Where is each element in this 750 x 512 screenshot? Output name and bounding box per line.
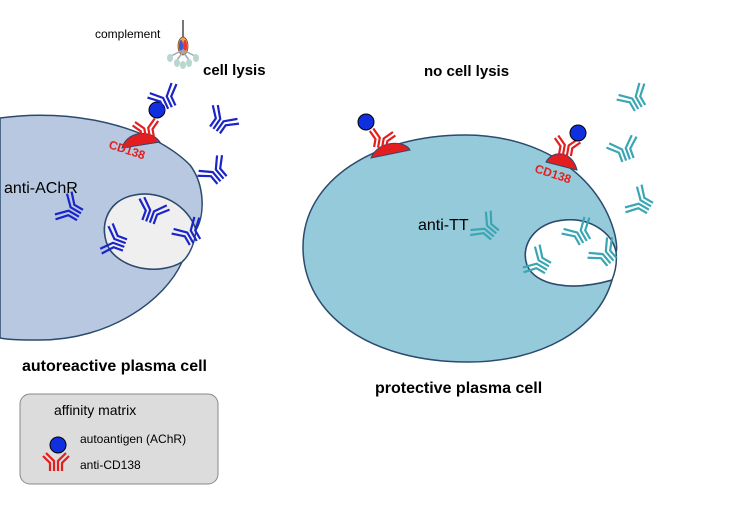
- autoantibody-3: [194, 151, 236, 192]
- autoantigen-right-2: [569, 124, 587, 142]
- protective-cell-pocket: [524, 219, 618, 287]
- cd138-receptor-right-1: [370, 142, 411, 159]
- complement-label: complement: [95, 27, 161, 41]
- cell-lysis-label: cell lysis: [203, 62, 266, 79]
- autoantibody-2: [200, 101, 242, 141]
- protective-antibody-2: [604, 132, 645, 167]
- complement-icon: [167, 20, 199, 69]
- legend-box: affinity matrix autoantigen (AChR) anti-…: [19, 393, 219, 485]
- autoantigen-legend-icon: [49, 436, 67, 454]
- legend-anti-cd138-label: anti-CD138: [80, 458, 141, 472]
- protective-antibody-3: [621, 182, 660, 223]
- autoantigen-right-1: [357, 113, 375, 131]
- autoreactive-plasma-cell: [0, 114, 203, 341]
- anti-tt-label: anti-TT: [418, 217, 469, 234]
- legend-title: affinity matrix: [54, 402, 136, 418]
- legend-autoantigen-label: autoantigen (AChR): [80, 432, 186, 446]
- autoreactive-cell-label: autoreactive plasma cell: [22, 358, 207, 375]
- protective-plasma-cell: [302, 134, 618, 363]
- protective-antibody-1: [614, 79, 655, 118]
- no-cell-lysis-label: no cell lysis: [424, 63, 509, 80]
- cd138-receptor-right-2: [545, 153, 578, 171]
- anti-achr-label: anti-AChR: [4, 180, 78, 197]
- protective-cell-label: protective plasma cell: [375, 380, 542, 397]
